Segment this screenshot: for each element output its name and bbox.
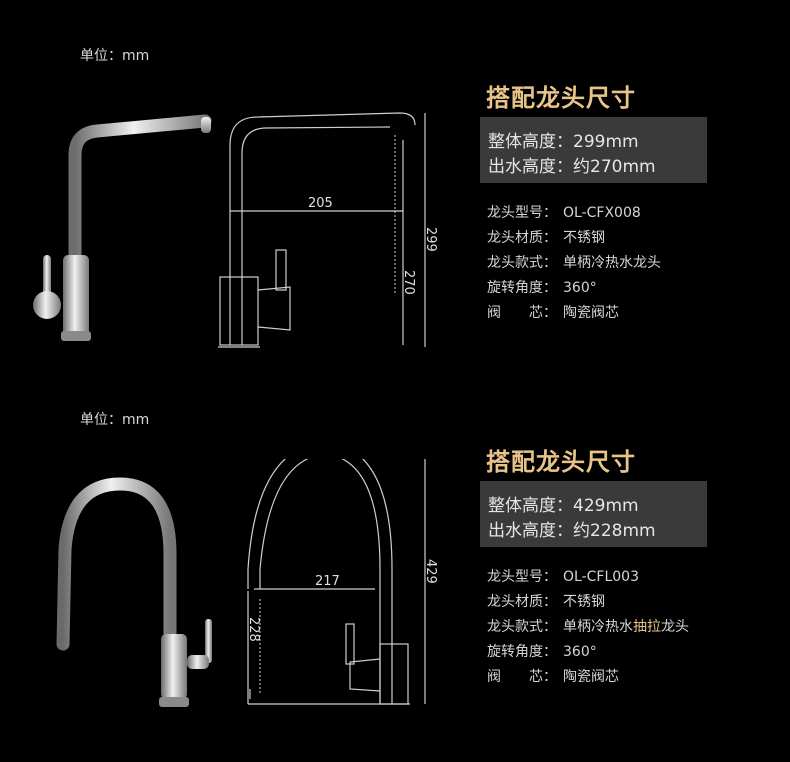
total-height-label: 299 [423, 227, 438, 252]
spec-cartridge: 阀 芯：陶瓷阀芯 [487, 305, 619, 321]
spec-style: 龙头款式：单柄冷热水抽拉龙头 [487, 619, 689, 635]
pull-out-highlight: 抽拉 [633, 619, 661, 635]
faucet-photo-2 [56, 477, 212, 707]
total-height-text: 整体高度：299mm [488, 132, 639, 152]
unit-label: 单位：mm [80, 48, 150, 64]
faucet-section-2: 单位：mm 217 228 429 搭配龙头尺寸 [0, 364, 790, 745]
total-height-text: 整体高度：429mm [488, 496, 639, 516]
reach-label: 205 [308, 196, 333, 211]
total-height-label: 429 [423, 559, 438, 584]
spec-list: 龙头型号：OL-CFL003 龙头材质：不锈钢 龙头款式：单柄冷热水抽拉龙头 旋… [487, 566, 689, 691]
dimension-summary-box: 整体高度：429mm 出水高度：约228mm [480, 481, 707, 547]
spec-style: 龙头款式：单柄冷热水龙头 [487, 255, 661, 271]
outlet-height-label: 228 [246, 617, 261, 642]
spec-rotation: 旋转角度：360° [487, 644, 597, 660]
unit-label: 单位：mm [80, 412, 150, 428]
spec-model: 龙头型号：OL-CFL003 [487, 569, 639, 585]
faucet-photo-1 [33, 114, 212, 341]
spec-model: 龙头型号：OL-CFX008 [487, 205, 641, 221]
reach-label: 217 [315, 574, 340, 589]
section-title: 搭配龙头尺寸 [486, 83, 636, 112]
faucet-section-1: 单位：mm 205 270 [33, 48, 707, 348]
dimension-diagram-2: 217 228 429 [246, 459, 438, 705]
dimension-summary-box: 整体高度：299mm 出水高度：约270mm [480, 117, 707, 183]
spec-material: 龙头材质：不锈钢 [487, 230, 605, 246]
spec-material: 龙头材质：不锈钢 [487, 594, 605, 610]
section-title: 搭配龙头尺寸 [486, 447, 636, 476]
outlet-height-text: 出水高度：约228mm [488, 521, 656, 541]
dimension-diagram-1: 205 270 299 [218, 112, 438, 348]
spec-list: 龙头型号：OL-CFX008 龙头材质：不锈钢 龙头款式：单柄冷热水龙头 旋转角… [487, 202, 661, 327]
outlet-height-label: 270 [401, 270, 416, 295]
spec-rotation: 旋转角度：360° [487, 280, 597, 296]
spec-cartridge: 阀 芯：陶瓷阀芯 [487, 669, 619, 685]
outlet-height-text: 出水高度：约270mm [488, 157, 656, 177]
